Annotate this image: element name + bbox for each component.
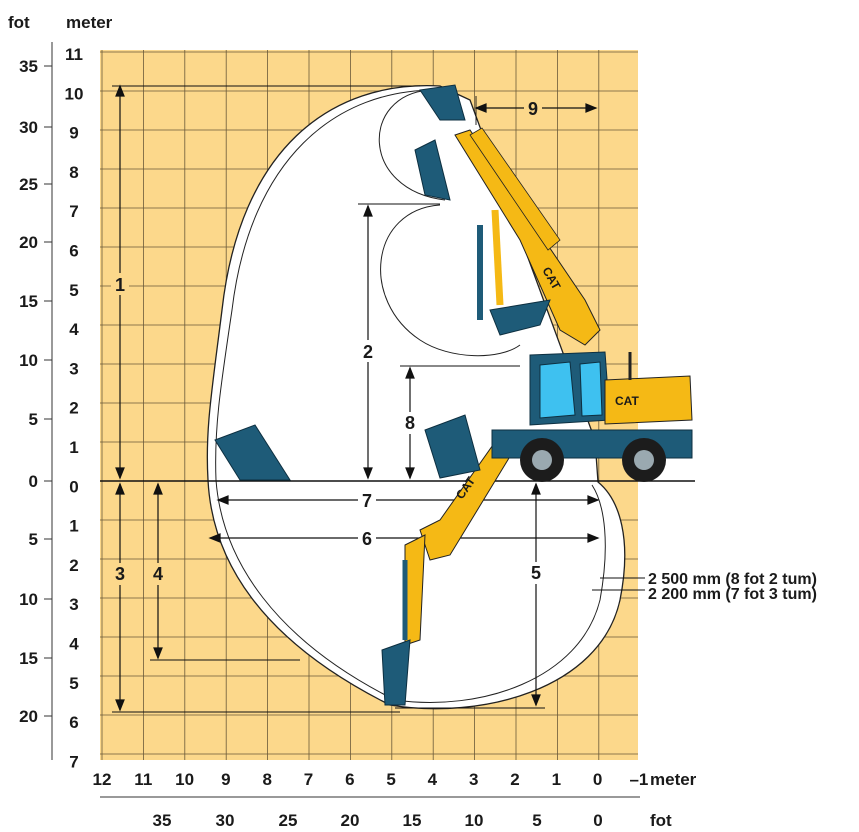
left-meter-tick: 3: [69, 595, 78, 614]
bottom-fot-tick: 25: [279, 811, 298, 830]
left-meter-tick: 5: [69, 281, 78, 300]
dimension-label-8: 8: [405, 413, 415, 433]
dimension-label-6: 6: [362, 529, 372, 549]
left-meter-tick: 10: [65, 84, 84, 103]
left-meter-tick: 4: [69, 635, 79, 654]
bottom-fot-tick: 5: [532, 811, 541, 830]
left-fot-tick: 25: [19, 175, 38, 194]
left-meter-tick: 7: [69, 202, 78, 221]
bottom-fot-tick: 10: [465, 811, 484, 830]
left-meter-tick: 9: [69, 124, 78, 143]
dimension-label-2: 2: [363, 342, 373, 362]
bottom-fot-tick: 15: [403, 811, 422, 830]
bottom-meter-tick: 0: [593, 770, 602, 789]
bottom-meter-tick: 5: [386, 770, 395, 789]
envelope-label-2500: 2 500 mm (8 fot 2 tum): [648, 571, 817, 588]
left-fot-tick: 20: [19, 233, 38, 252]
left-meter-tick: 11: [65, 45, 83, 64]
left-meter-tick: 6: [69, 242, 78, 261]
reach-arc-top: [378, 89, 446, 201]
left-meter-tick: 6: [69, 713, 78, 732]
bottom-fot-ticks: 35 30 25 20 15 10 5 0: [100, 796, 640, 830]
bottom-meter-tick: 8: [262, 770, 271, 789]
bottom-fot-tick: 0: [593, 811, 602, 830]
bottom-axis-unit-fot: fot: [650, 811, 672, 830]
inner-envelope: [215, 89, 606, 703]
left-meter-tick: 1: [69, 517, 78, 536]
left-axis-unit-meter: meter: [66, 13, 113, 32]
left-meter-tick: 0: [69, 477, 78, 496]
boom-lower: CAT: [402, 434, 521, 646]
bottom-meter-tick: –1: [629, 770, 648, 789]
bottom-fot-tick: 35: [153, 811, 172, 830]
left-fot-tick: 5: [29, 530, 38, 549]
left-meter-tick: 5: [69, 674, 78, 693]
left-fot-tick: 0: [29, 472, 38, 491]
left-meter-tick: 2: [69, 556, 78, 575]
bottom-axis-unit-meter: meter: [650, 770, 697, 789]
bottom-meter-tick: 9: [221, 770, 230, 789]
dimension-label-4: 4: [153, 564, 163, 584]
dimension-label-5: 5: [531, 563, 541, 583]
bottom-fot-tick: 30: [216, 811, 235, 830]
bottom-meter-tick: 3: [469, 770, 478, 789]
cat-logo-body: CAT: [615, 394, 639, 408]
boom-upper: CAT: [454, 127, 601, 346]
left-meter-tick: 1: [69, 438, 78, 457]
left-meter-tick: 7: [69, 752, 78, 771]
dimension-label-9: 9: [528, 99, 538, 119]
left-fot-tick: 35: [19, 57, 38, 76]
dimension-label-7: 7: [362, 491, 372, 511]
left-fot-tick: 15: [19, 649, 38, 668]
left-fot-tick: 10: [19, 351, 38, 370]
left-meter-tick: 8: [69, 163, 78, 182]
excavator-body: CAT: [491, 351, 693, 482]
bottom-meter-tick: 12: [93, 770, 112, 789]
left-fot-tick: 20: [19, 707, 38, 726]
bottom-meter-tick: 1: [552, 770, 561, 789]
buckets: [214, 84, 551, 706]
bottom-meter-tick: 2: [510, 770, 519, 789]
left-fot-tick: 30: [19, 118, 38, 137]
left-fot-ticks: 35 30 25 20 15 10 5 0 5 10 15 20: [19, 57, 52, 726]
dimension-label-1: 1: [115, 275, 125, 295]
left-fot-tick: 5: [29, 410, 38, 429]
bottom-meter-tick: 11: [134, 770, 152, 789]
bottom-meter-tick: 10: [175, 770, 194, 789]
dimension-labels: 1 2 3 4 5 6 7 8 9: [111, 98, 545, 585]
envelope-label-2200: 2 200 mm (7 fot 3 tum): [648, 586, 817, 603]
left-meter-tick: 3: [69, 359, 78, 378]
left-meter-tick: 2: [69, 399, 78, 418]
left-axis-unit-fot: fot: [8, 13, 30, 32]
dimension-label-3: 3: [115, 564, 125, 584]
left-meter-tick: 4: [69, 320, 79, 339]
bottom-meter-tick: 7: [304, 770, 313, 789]
bottom-meter-tick: 4: [428, 770, 438, 789]
left-fot-tick: 10: [19, 590, 38, 609]
bottom-meter-tick: 6: [345, 770, 354, 789]
bottom-fot-tick: 20: [341, 811, 360, 830]
left-fot-tick: 15: [19, 292, 38, 311]
reach-arc-mid: [380, 204, 521, 357]
